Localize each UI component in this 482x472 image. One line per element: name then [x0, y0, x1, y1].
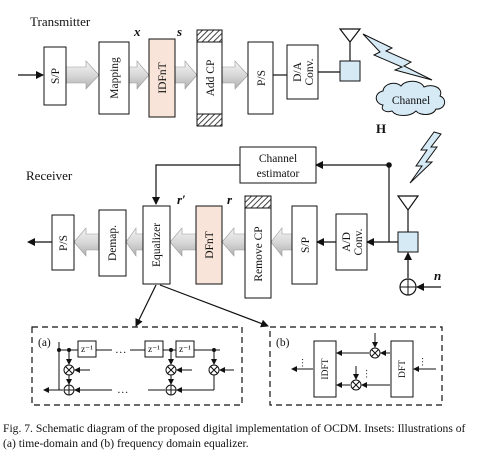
- signal-n: n: [434, 268, 441, 283]
- inset-b: (b) IDFT DFT … … …: [269, 326, 443, 406]
- channel-cloud-icon: Channel: [375, 80, 446, 116]
- signal-x: x: [133, 24, 141, 39]
- svg-text:…: …: [115, 344, 127, 356]
- svg-text:Demap.: Demap.: [107, 225, 119, 261]
- svg-text:Mapping: Mapping: [109, 57, 121, 99]
- svg-text:S/P: S/P: [50, 68, 62, 84]
- rx-dfnt-block: DFnT: [195, 205, 223, 285]
- tx-da-block: D/A Conv.: [286, 44, 319, 100]
- svg-text:z⁻¹: z⁻¹: [148, 345, 160, 355]
- lightning-tx-icon: [362, 33, 433, 81]
- svg-text:A/D: A/D: [341, 232, 353, 252]
- inset-a: (a) z⁻¹ … z⁻¹ z⁻¹: [31, 326, 243, 406]
- svg-text:Conv.: Conv.: [353, 228, 365, 255]
- adder-icon: [165, 384, 177, 396]
- svg-text:Remove CP: Remove CP: [253, 226, 265, 281]
- svg-text:P/S: P/S: [256, 70, 268, 86]
- svg-text:D/A: D/A: [292, 61, 304, 82]
- svg-text:…: …: [363, 369, 373, 379]
- idft-block: IDFT: [313, 340, 337, 398]
- channel-estimator-block: Channel estimator: [239, 146, 317, 184]
- svg-text:…: …: [419, 357, 429, 367]
- svg-text:…: …: [299, 358, 309, 368]
- multiplier-icon: [63, 364, 75, 376]
- dft-block: DFT: [390, 340, 414, 398]
- tx-addcp-block: Add CP: [196, 29, 223, 127]
- delay-block: z⁻¹: [77, 340, 97, 358]
- tx-wide-arrows: [65, 60, 249, 90]
- noise-adder-icon: [399, 278, 417, 296]
- rx-wide-arrows: [73, 227, 293, 257]
- signal-s: s: [176, 24, 182, 39]
- tx-ps-block: P/S: [247, 41, 274, 115]
- figure-caption: Fig. 7. Schematic diagram of the propose…: [3, 422, 466, 450]
- multiplier-icon: [208, 364, 220, 376]
- rx-antenna-icon: [396, 195, 420, 253]
- svg-text:DFT: DFT: [398, 360, 408, 378]
- receiver-label: Receiver: [26, 168, 73, 183]
- channel-matrix-h: H: [376, 121, 386, 136]
- rx-equalizer-block: Equalizer: [142, 205, 171, 285]
- delay-block: z⁻¹: [175, 340, 195, 358]
- svg-text:DFnT: DFnT: [204, 231, 216, 258]
- tx-antenna-icon: [338, 28, 362, 82]
- svg-text:Add CP: Add CP: [205, 60, 217, 97]
- svg-text:IDFnT: IDFnT: [157, 62, 169, 93]
- tx-idfnt-block: IDFnT: [148, 38, 176, 118]
- equalizer-to-inset-a-arrow: [135, 284, 157, 327]
- estimator-to-equalizer-line: [152, 164, 240, 205]
- svg-text:Equalizer: Equalizer: [151, 223, 163, 267]
- tx-sp-block: S/P: [43, 46, 67, 106]
- svg-text:estimator: estimator: [257, 168, 300, 180]
- transmitter-label: Transmitter: [30, 14, 91, 29]
- svg-text:z⁻¹: z⁻¹: [179, 345, 191, 355]
- rx-demap-block: Demap.: [98, 209, 127, 277]
- svg-text:Conv.: Conv.: [304, 58, 316, 85]
- adder-icon: [63, 384, 75, 396]
- signal-r-prime: r′: [177, 192, 186, 207]
- svg-text:Channel: Channel: [392, 95, 430, 107]
- multiplier-icon: [350, 379, 362, 391]
- rx-removecp-block: Remove CP: [244, 195, 272, 299]
- svg-text:S/P: S/P: [300, 237, 312, 253]
- svg-text:P/S: P/S: [58, 235, 70, 251]
- delay-block: z⁻¹: [144, 340, 164, 358]
- inset-a-label: (a): [38, 337, 51, 349]
- svg-text:Channel: Channel: [259, 153, 297, 165]
- multiplier-icon: [165, 364, 177, 376]
- tx-mapping-block: Mapping: [98, 41, 130, 115]
- rx-ps-block: P/S: [51, 214, 75, 271]
- svg-text:z⁻¹: z⁻¹: [81, 345, 93, 355]
- svg-text:…: …: [117, 384, 129, 396]
- inset-b-label: (b): [276, 337, 290, 349]
- lightning-rx-icon: [409, 131, 442, 184]
- signal-r: r: [227, 192, 233, 207]
- multiplier-icon: [369, 347, 381, 359]
- rx-ad-block: A/D Conv.: [335, 213, 368, 271]
- rx-sp-block: S/P: [291, 205, 318, 285]
- equalizer-to-inset-b-arrow: [159, 284, 269, 328]
- svg-text:IDFT: IDFT: [321, 358, 331, 379]
